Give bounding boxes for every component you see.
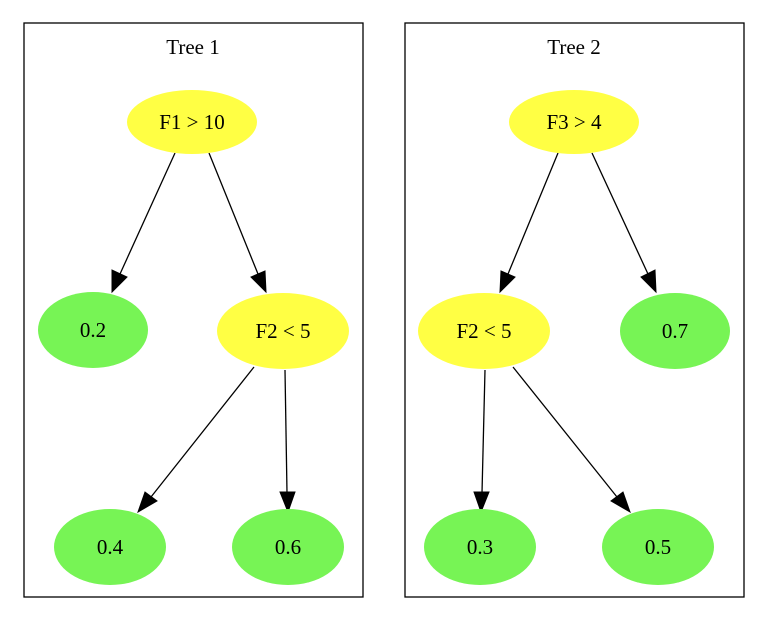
tree-1-cluster: Tree 1 F1 > 10 0.2 F2 < 5 <box>23 22 364 598</box>
arrowhead-icon <box>640 269 657 294</box>
node-label: 0.7 <box>662 319 688 343</box>
node-label: 0.3 <box>467 535 493 559</box>
tree-1-edge-root-to-split <box>208 152 267 294</box>
tree-2-title: Tree 2 <box>547 35 600 59</box>
tree-2-edge-split-to-leaf-c <box>512 366 631 514</box>
tree-2-edge-split-to-leaf-b <box>473 369 490 514</box>
node-label: 0.2 <box>80 318 106 342</box>
tree-1-node-root: F1 > 10 <box>127 90 257 154</box>
tree-1-node-leaf-b: 0.4 <box>54 509 166 585</box>
node-label: 0.6 <box>275 535 301 559</box>
arrowhead-icon <box>499 270 516 294</box>
tree-1-border <box>23 22 364 598</box>
node-label: 0.5 <box>645 535 671 559</box>
tree-1-title: Tree 1 <box>166 35 219 59</box>
tree-2-node-leaf-a: 0.7 <box>620 293 730 369</box>
node-label: F3 > 4 <box>546 110 602 134</box>
node-label: F1 > 10 <box>159 110 225 134</box>
tree-2-border <box>404 22 745 598</box>
tree-1-node-split: F2 < 5 <box>217 293 349 369</box>
arrowhead-icon <box>137 491 158 514</box>
tree-2-node-root: F3 > 4 <box>509 90 639 154</box>
tree-1-edge-split-to-leaf-b <box>137 366 255 514</box>
tree-1-node-leaf-a: 0.2 <box>38 292 148 368</box>
tree-1-edge-root-to-leaf-a <box>111 152 176 294</box>
node-label: 0.4 <box>97 535 124 559</box>
tree-2-cluster: Tree 2 F3 > 4 F2 < 5 0.7 <box>404 22 745 598</box>
tree-2-edge-root-to-leaf-a <box>591 152 657 294</box>
arrowhead-icon <box>279 491 296 514</box>
node-label: F2 < 5 <box>255 319 310 343</box>
tree-2-node-leaf-b: 0.3 <box>424 509 536 585</box>
arrowhead-icon <box>610 491 631 514</box>
tree-2-node-leaf-c: 0.5 <box>602 509 714 585</box>
arrowhead-icon <box>111 269 128 294</box>
arrowhead-icon <box>250 270 267 294</box>
tree-1-edge-split-to-leaf-c <box>279 369 296 514</box>
arrowhead-icon <box>473 491 490 514</box>
tree-1-node-leaf-c: 0.6 <box>232 509 344 585</box>
node-label: F2 < 5 <box>456 319 511 343</box>
tree-2-node-split: F2 < 5 <box>418 293 550 369</box>
tree-2-edge-root-to-split <box>499 152 559 294</box>
